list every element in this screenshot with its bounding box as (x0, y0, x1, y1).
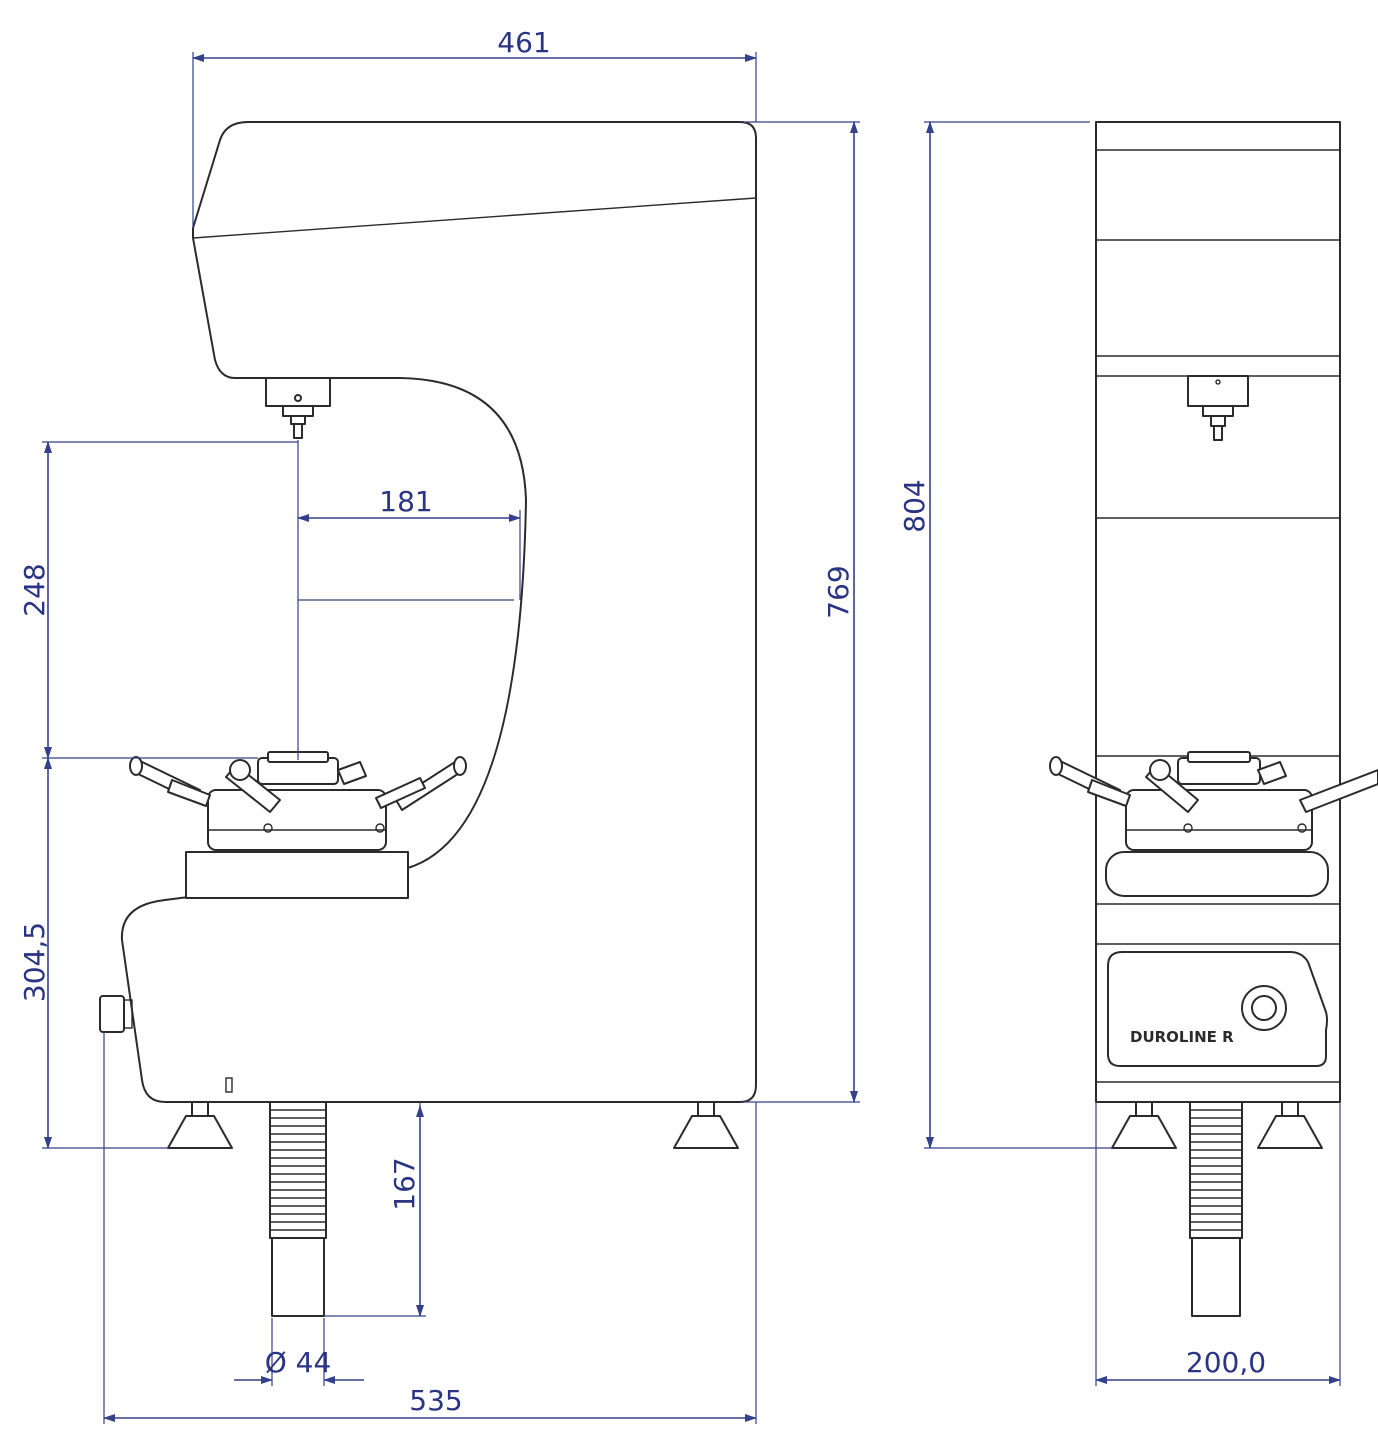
foot-left (167, 1101, 233, 1149)
side-connector (99, 995, 125, 1033)
dim-167: 167 (388, 1157, 421, 1210)
front-view: DUROLINE R 804 200,0 (898, 121, 1378, 1386)
table-handle-mid (225, 759, 281, 813)
front-control-panel (1107, 951, 1328, 1067)
dim-304-5: 304,5 (18, 922, 51, 1002)
dim-804: 804 (898, 479, 931, 532)
dim-535: 535 (409, 1384, 462, 1417)
dim-461: 461 (497, 26, 550, 59)
spindle-bellows (269, 1101, 327, 1317)
dim-769: 769 (822, 565, 855, 618)
dim-248: 248 (18, 563, 51, 616)
head-split-line (192, 197, 757, 239)
dim-181: 181 (379, 485, 432, 518)
side-view: 461 181 248 304,5 769 167 Ø 44 (18, 26, 860, 1424)
dim-200: 200,0 (1186, 1346, 1266, 1379)
table-ring (207, 789, 387, 851)
dim-diameter-44: Ø 44 (265, 1346, 332, 1379)
brand-label: DUROLINE R (1130, 1028, 1234, 1046)
table-handle-right (337, 756, 467, 811)
table-handle-left (129, 756, 211, 807)
foot-right (673, 1101, 739, 1149)
front-body (1095, 121, 1341, 1103)
side-frame-outline (120, 121, 757, 1103)
anvil-base (185, 851, 409, 899)
